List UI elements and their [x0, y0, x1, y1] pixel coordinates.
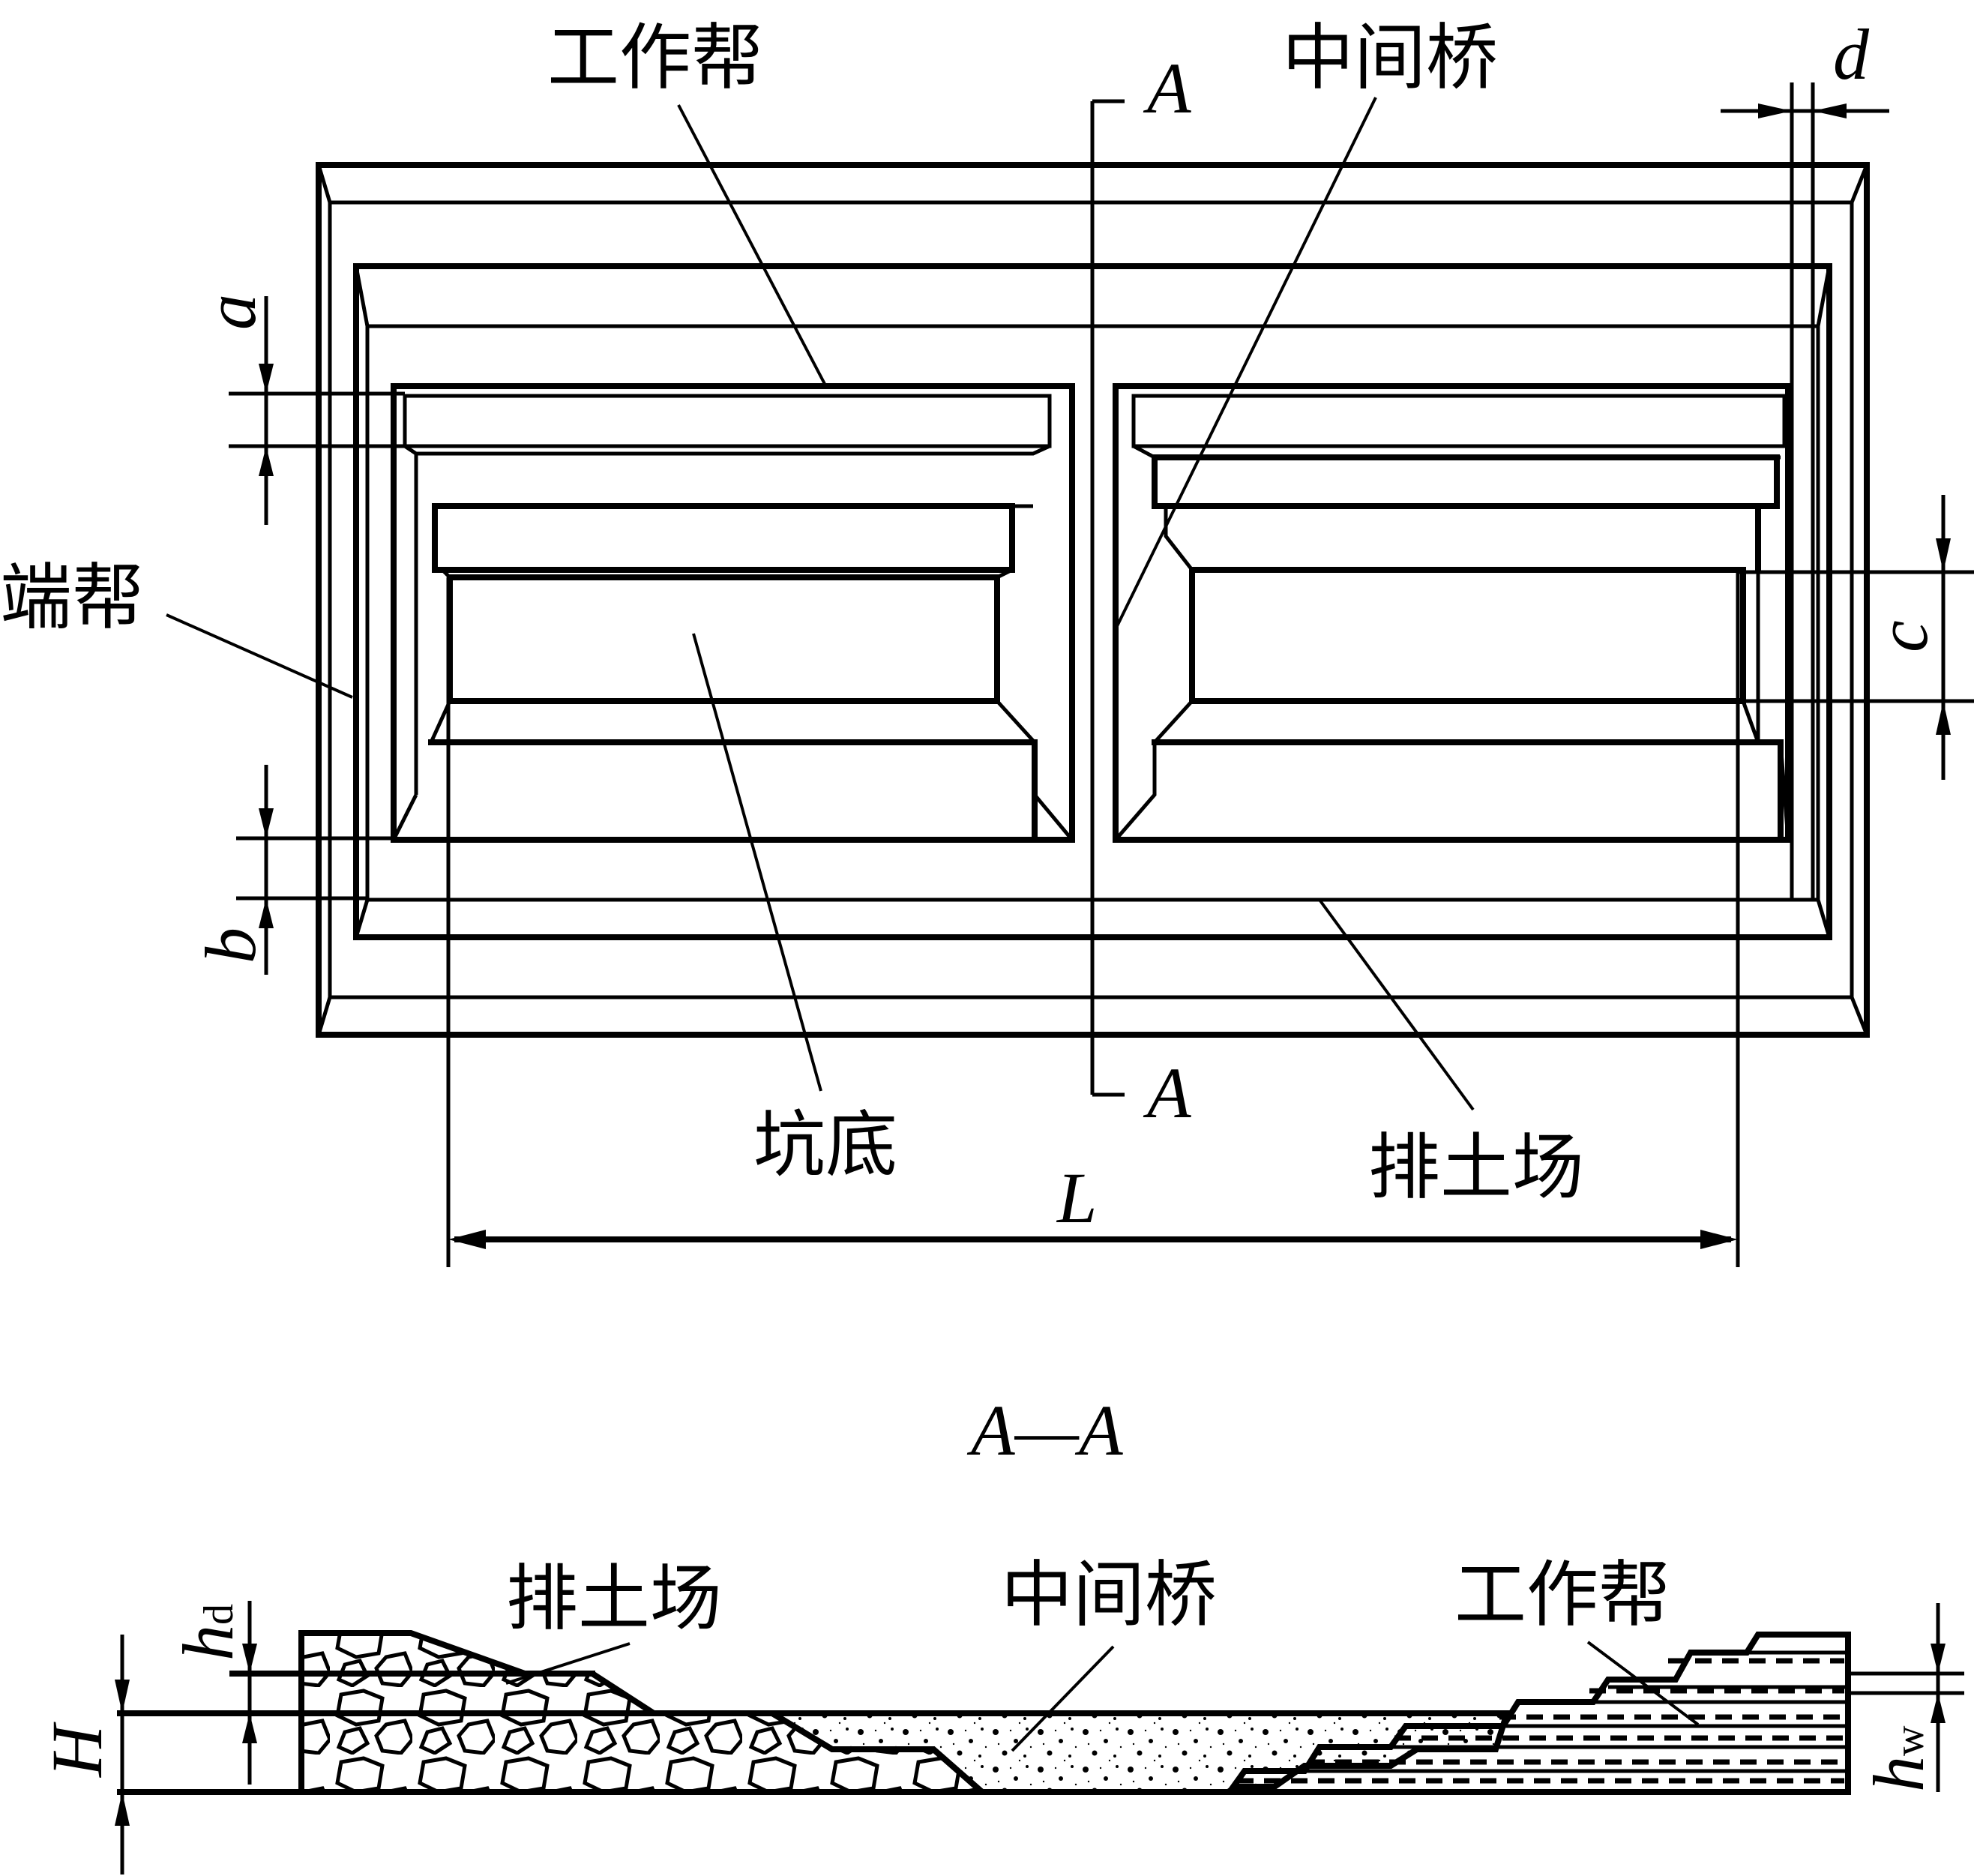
label-pit-bottom: 坑底: [753, 1103, 897, 1187]
dimension-hw: hw: [1848, 1603, 1964, 1792]
dim-label-L: L: [1056, 1158, 1097, 1238]
dimension-b: b: [190, 765, 394, 975]
dim-label-hw-sub: w: [1886, 1725, 1933, 1756]
dim-label-H: H: [37, 1722, 117, 1779]
dimension-d: d: [1721, 14, 1889, 900]
section-label-middle-bridge: 中间桥: [1001, 1553, 1217, 1637]
plan-view: A A a b c: [0, 14, 1974, 1267]
section-label-working-slope: 工作帮: [1454, 1553, 1670, 1637]
dimension-a: a: [190, 294, 416, 525]
plan-labels: 工作帮 中间桥 端帮 坑底 排土场: [0, 16, 1584, 1209]
section-line-a-a: A A: [1090, 48, 1191, 1133]
dimension-L: L: [446, 572, 1740, 1267]
section-label-dump-site: 排土场: [506, 1557, 722, 1641]
label-working-slope: 工作帮: [547, 16, 763, 100]
section-view: A—A H hd: [37, 1390, 1964, 1875]
dim-label-hw: hw: [1859, 1725, 1939, 1792]
end-slope-frames: [353, 263, 1832, 940]
right-pit: [1113, 383, 1791, 843]
dim-label-d: d: [1833, 14, 1870, 94]
dimension-c: c: [1739, 495, 1974, 780]
dim-label-hd-main: h: [168, 1625, 248, 1661]
label-dump-site: 排土场: [1368, 1125, 1584, 1209]
working-slope-benches: [1224, 1632, 1851, 1795]
dim-label-hw-main: h: [1859, 1756, 1939, 1792]
dim-label-hd-sub: d: [196, 1604, 242, 1625]
label-end-slope: 端帮: [0, 556, 144, 640]
dim-label-c: c: [1862, 620, 1943, 652]
dim-label-b: b: [190, 928, 271, 963]
dim-label-hd: hd: [168, 1604, 248, 1661]
section-title: A—A: [966, 1390, 1123, 1470]
section-mark-top: A: [1143, 48, 1191, 128]
dim-label-a: a: [190, 294, 271, 330]
dimension-hd: hd: [168, 1601, 257, 1785]
middle-bridge-sand-fill: [761, 1710, 1511, 1795]
label-middle-bridge: 中间桥: [1282, 16, 1498, 100]
dimension-H: H: [37, 1635, 130, 1875]
section-labels: 排土场 中间桥 工作帮: [505, 1553, 1700, 1752]
section-mark-bottom: A: [1143, 1053, 1191, 1133]
